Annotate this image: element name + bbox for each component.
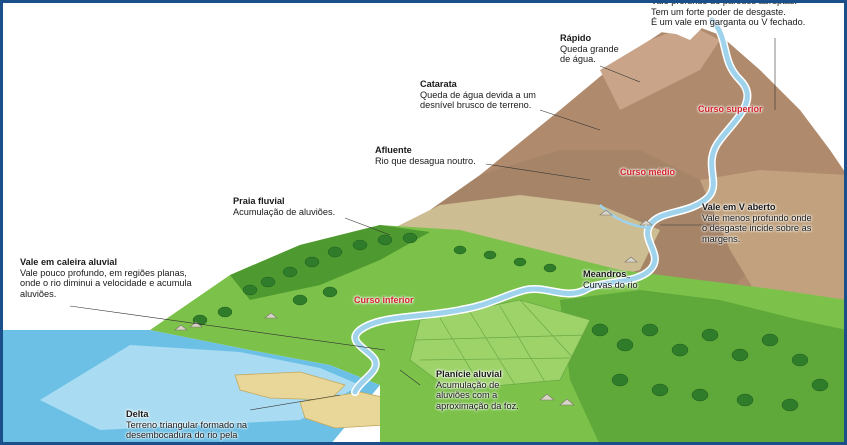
label-meandros-description: Curvas do rio [583,279,638,290]
sea-shallow [40,345,360,430]
label-praia-fluvial-description: Acumulação de aluviões. [233,206,336,217]
label-catarata-description: Queda de água devida a um desnível brusc… [420,89,536,111]
label-delta-description: Terreno triangular formado na desembocad… [126,419,248,441]
label-vale-v-aberto: Vale em V aberto Vale menos profundo ond… [702,202,837,244]
label-rapido-title: Rápido [560,33,592,43]
label-catarata: Catarata Queda de água devida a um desní… [420,79,570,111]
label-delta-title: Delta [126,409,149,419]
label-praia-fluvial: Praia fluvial Acumulação de aluviões. [233,196,373,217]
river-water [352,17,750,395]
label-vale-caleira-title: Vale em caleira aluvial [20,257,118,267]
label-afluente: Afluente Rio que desagua noutro. [375,145,505,166]
label-afluente-title: Afluente [375,145,412,155]
lowland-dark [560,290,847,445]
label-praia-fluvial-title: Praia fluvial [233,196,285,206]
label-rapido: Rápido Queda grande de água. [560,33,650,65]
field-lines [414,299,586,386]
label-meandros-title: Meandros [583,269,627,279]
label-planicie-description: Acumulação de aluviões com a aproximação… [436,379,519,411]
label-rapido-description: Queda grande de água. [560,43,619,65]
label-vale-caleira: Vale em caleira aluvial Vale pouco profu… [20,257,220,299]
label-vale-v-fechado-description: Vale profundo de paredes abruptas. Tem u… [651,0,806,28]
village-huts [174,209,653,406]
course-medio-label: Curso médio [620,167,676,177]
tributary [599,204,649,230]
label-delta: Delta Terreno triangular formado na dese… [126,409,296,441]
label-catarata-title: Catarata [420,79,457,89]
label-planicie: Planície aluvial Acumulação de aluviões … [436,369,536,411]
course-superior-label: Curso superior [698,104,763,114]
snow-cap-2 [736,40,762,58]
mountain-ridge [600,25,720,110]
label-vale-v-aberto-description: Vale menos profundo onde o desgaste inci… [702,212,812,244]
label-vale-v-fechado: Vale profundo de paredes abruptas. Tem u… [651,0,841,28]
label-afluente-description: Rio que desagua noutro. [375,155,476,166]
course-inferior-label: Curso inferior [354,295,414,305]
slope-right [700,170,847,300]
label-planicie-title: Planície aluvial [436,369,502,379]
snow-cap [660,18,702,40]
leader-lines [69,38,776,411]
tree-cluster [192,232,829,412]
label-vale-caleira-description: Vale pouco profundo, em regiões planas, … [20,267,192,299]
label-meandros: Meandros Curvas do rio [583,269,663,290]
label-vale-v-aberto-title: Vale em V aberto [702,202,776,212]
